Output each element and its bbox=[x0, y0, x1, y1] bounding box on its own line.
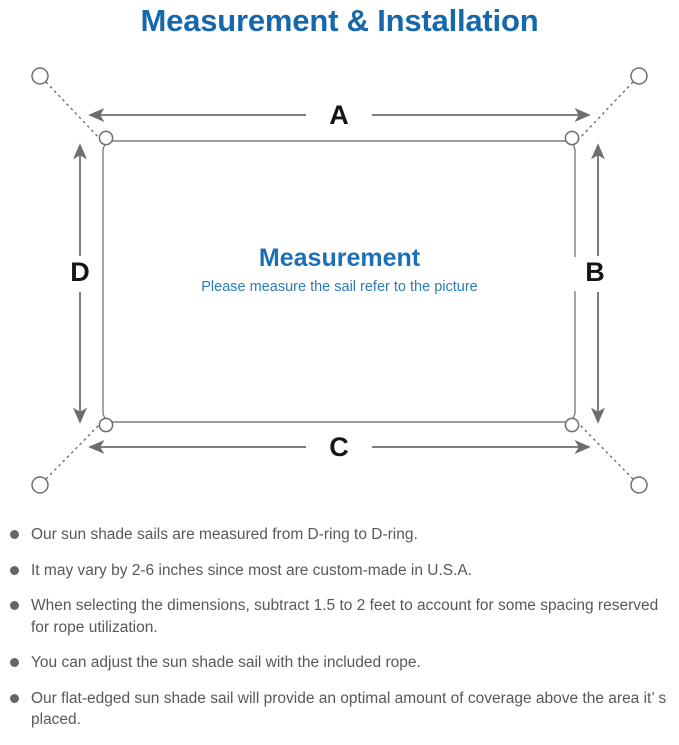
bullet-icon bbox=[10, 601, 19, 610]
rope-bottom-right bbox=[577, 422, 634, 480]
list-item-text: You can adjust the sun shade sail with t… bbox=[31, 654, 421, 671]
list-item-text: It may vary by 2-6 inches since most are… bbox=[31, 561, 473, 579]
measurement-diagram: Measurement Please measure the sail refe… bbox=[0, 46, 679, 516]
anchor-point-top-left bbox=[31, 67, 49, 85]
anchor-point-bottom-left bbox=[31, 476, 49, 494]
bullet-icon bbox=[10, 565, 19, 575]
d-ring-top-left bbox=[98, 130, 114, 146]
bullet-icon bbox=[10, 658, 19, 667]
list-item: Our flat-edged sun shade sail will provi… bbox=[0, 688, 679, 731]
anchor-point-bottom-right bbox=[630, 476, 648, 494]
dimension-label-d: D bbox=[58, 257, 102, 291]
list-item-text: When selecting the dimensions, subtract … bbox=[31, 597, 659, 636]
dimension-label-b: B bbox=[573, 257, 617, 291]
list-item: It may vary by 2-6 inches since most are… bbox=[0, 560, 679, 582]
d-ring-bottom-left bbox=[98, 417, 114, 433]
dimension-label-a: A bbox=[310, 100, 368, 132]
sail-rectangle bbox=[102, 140, 576, 423]
rope-top-right bbox=[577, 81, 634, 141]
rope-top-left bbox=[45, 81, 102, 141]
page-title: Measurement & Installation bbox=[140, 3, 539, 38]
d-ring-bottom-right bbox=[564, 417, 580, 433]
diagram-svg bbox=[31, 67, 648, 494]
list-item-text: Our sun shade sails are measured from D-… bbox=[31, 526, 418, 543]
bullet-icon bbox=[10, 530, 19, 539]
list-item: Our sun shade sails are measured from D-… bbox=[0, 524, 679, 546]
dimension-label-c: C bbox=[310, 432, 368, 464]
rope-bottom-left bbox=[45, 422, 102, 480]
anchor-point-top-right bbox=[630, 67, 648, 85]
list-item-text: Our flat-edged sun shade sail will provi… bbox=[31, 689, 667, 729]
list-item: When selecting the dimensions, subtract … bbox=[0, 595, 679, 638]
notes-list: Our sun shade sails are measured from D-… bbox=[0, 524, 679, 745]
bullet-icon bbox=[10, 693, 19, 703]
list-item: You can adjust the sun shade sail with t… bbox=[0, 652, 679, 674]
d-ring-top-right bbox=[564, 130, 580, 146]
